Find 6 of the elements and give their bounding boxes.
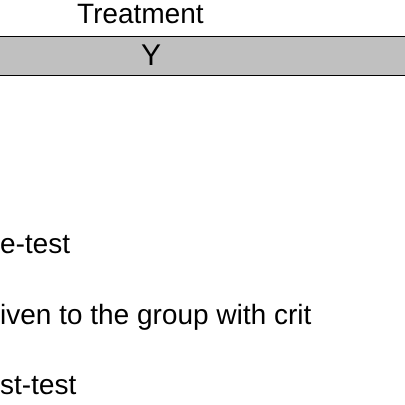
column-heading: Treatment <box>77 0 204 30</box>
table-header-band <box>0 36 405 76</box>
column-heading: Y <box>141 40 162 72</box>
row-text: iven to the group with crit <box>0 299 312 331</box>
row-text: e-test <box>0 228 70 260</box>
row-text: st-test <box>0 369 76 401</box>
